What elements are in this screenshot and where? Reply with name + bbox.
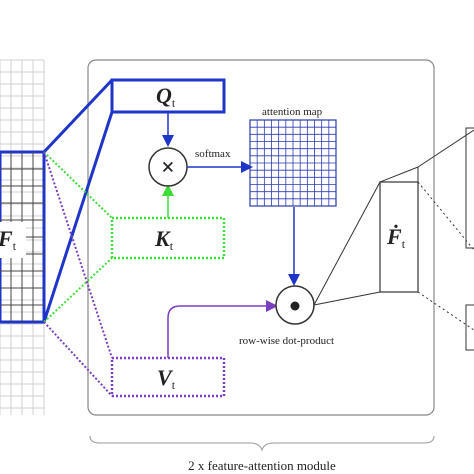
dot-glyph bbox=[290, 301, 300, 311]
input-feature-block: Ft bbox=[0, 150, 46, 324]
output-feature-label: Ḟt bbox=[386, 224, 406, 251]
query-projection-lines bbox=[42, 78, 114, 323]
multiply-operator: × bbox=[148, 147, 188, 187]
feature-attention-module-frame bbox=[87, 59, 435, 416]
module-brace bbox=[89, 435, 435, 452]
value-label: Vt bbox=[157, 365, 176, 392]
query-label: Qt bbox=[156, 83, 176, 110]
softmax-label: softmax bbox=[195, 148, 231, 160]
value-box: Vt bbox=[110, 356, 226, 398]
value-to-dot-arrow bbox=[167, 300, 278, 358]
dot-product-label: row-wise dot-product bbox=[239, 335, 334, 347]
output-feature-block: Ḟt bbox=[379, 129, 474, 293]
key-label: Kt bbox=[154, 226, 174, 253]
attention-map-label: attention map bbox=[262, 106, 323, 118]
dot-product-operator bbox=[275, 285, 315, 325]
next-stage-connection bbox=[417, 127, 474, 351]
module-caption: 2 x feature-attention module bbox=[188, 458, 336, 473]
multiply-glyph: × bbox=[161, 155, 175, 181]
query-box: Qt bbox=[110, 78, 226, 114]
output-projection-lines bbox=[313, 181, 381, 306]
key-box: Kt bbox=[110, 216, 226, 260]
attention-map-grid bbox=[249, 119, 337, 207]
key-projection-lines bbox=[43, 151, 113, 323]
value-projection-lines bbox=[43, 151, 113, 397]
input-feature-label: Ft bbox=[0, 226, 17, 253]
